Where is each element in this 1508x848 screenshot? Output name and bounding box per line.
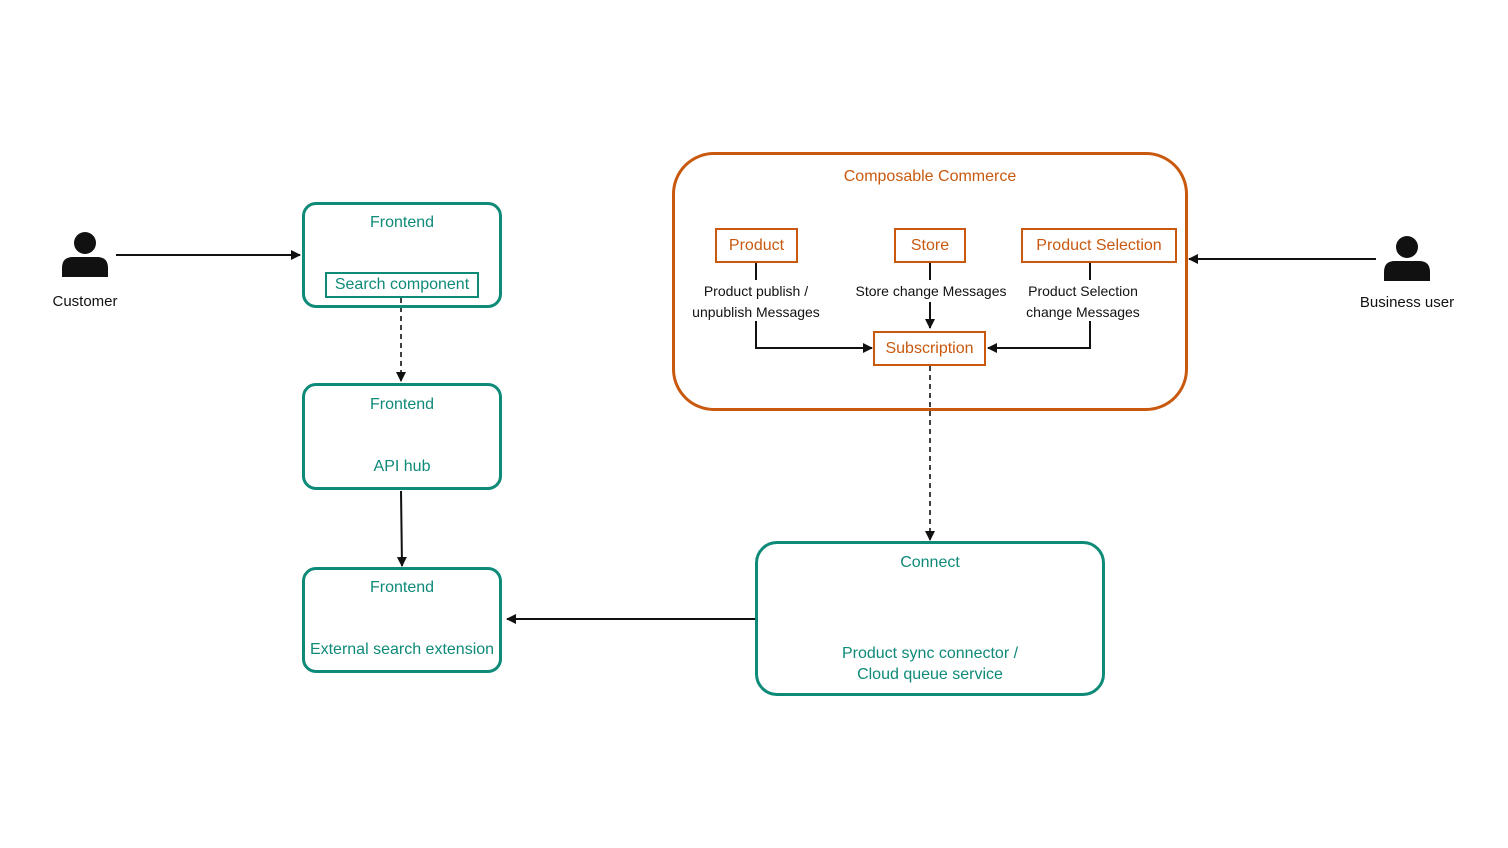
frontend-external-title: Frontend [369, 579, 435, 596]
search-component-box[interactable]: Search component [325, 272, 479, 298]
product-selection-label: Product Selection [1036, 236, 1162, 254]
connect-box[interactable] [755, 541, 1105, 696]
product-box[interactable]: Product [715, 228, 798, 263]
connect-title: Connect [900, 554, 960, 571]
external-search-extension-label: External search extension [309, 641, 495, 658]
product-messages-label-line2: unpublish Messages [692, 304, 820, 320]
product-selection-box[interactable]: Product Selection [1021, 228, 1177, 263]
arrow-product-to-subscription [755, 321, 873, 353]
frontend-api-hub-title: Frontend [369, 396, 435, 413]
subscription-box[interactable]: Subscription [873, 331, 986, 366]
product-label: Product [728, 236, 785, 254]
composable-commerce-box[interactable] [672, 152, 1188, 411]
frontend-search-title: Frontend [369, 214, 435, 231]
store-label: Store [910, 236, 950, 254]
subscription-label: Subscription [885, 339, 974, 357]
frontend-external-search-box[interactable] [302, 567, 502, 673]
store-box[interactable]: Store [894, 228, 966, 263]
business-user-label: Business user [1359, 294, 1455, 311]
arrow-api-hub-to-external [396, 490, 407, 567]
arrow-selection-to-subscription [987, 321, 1091, 353]
customer-label: Customer [52, 293, 118, 310]
frontend-api-hub-box[interactable] [302, 383, 502, 490]
api-hub-label: API hub [373, 458, 431, 475]
customer-person-icon [62, 232, 108, 277]
connect-subtitle-line1: Product sync connector / [841, 645, 1019, 662]
frontend-search-box[interactable] [302, 202, 502, 308]
composable-commerce-title: Composable Commerce [843, 168, 1017, 185]
connect-subtitle-line2: Cloud queue service [857, 666, 1003, 683]
product-messages-label-line1: Product publish / [703, 283, 809, 299]
search-component-label: Search component [334, 276, 470, 293]
store-messages-label: Store change Messages [855, 283, 1007, 299]
selection-messages-label-line1: Product Selection [1028, 283, 1138, 299]
selection-messages-label-line2: change Messages [1026, 304, 1140, 320]
business-user-person-icon [1384, 236, 1430, 281]
